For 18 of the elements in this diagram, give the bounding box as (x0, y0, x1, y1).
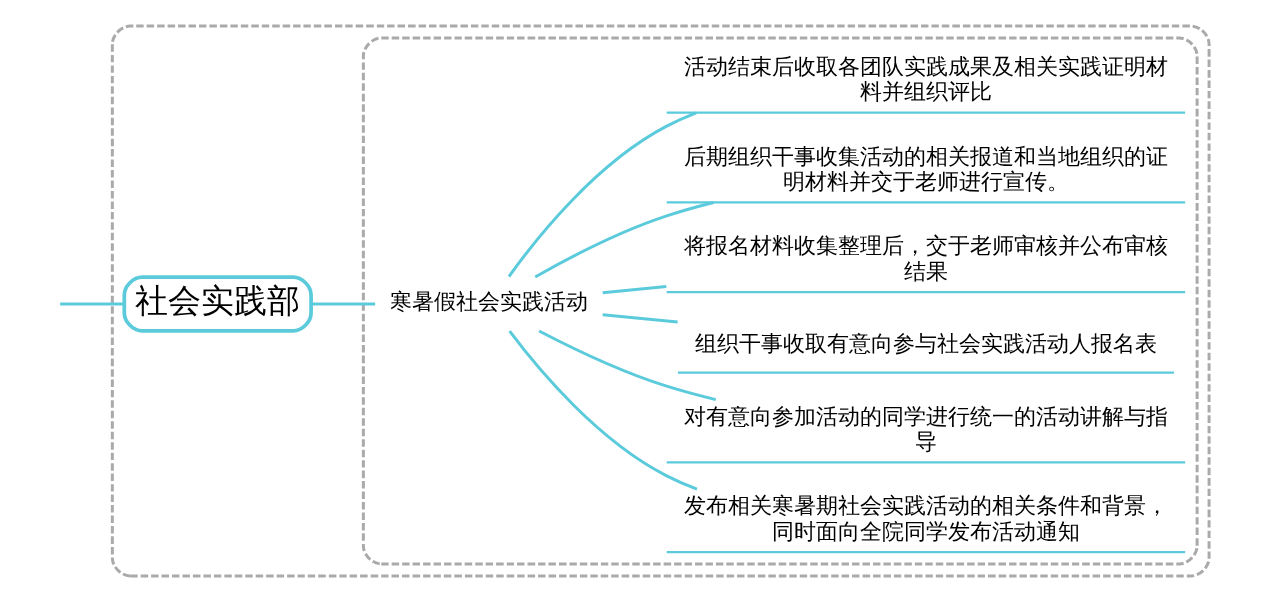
connector (60, 302, 125, 306)
node-box: 社会实践部 (122, 275, 313, 333)
node-text: 活动结束后收取各团队实践成果及相关实践证明材料并组织评比 (683, 52, 1168, 105)
connector (602, 284, 667, 295)
connector (508, 330, 698, 491)
node-text: 将报名材料收集整理后，交于老师审核并公布审核结果 (683, 232, 1168, 284)
connector (602, 313, 678, 324)
connector (538, 329, 717, 402)
connector (507, 111, 697, 278)
node-text: 寒暑假社会实践活动 (389, 289, 588, 315)
node-text: 组织干事收取有意向参与社会实践活动人报名表 (694, 330, 1157, 357)
connector (311, 302, 376, 306)
node-text: 发布相关寒暑期社会实践活动的相关条件和背景，同时面向全院同学发布活动通知 (683, 492, 1168, 544)
cluster (110, 24, 1211, 578)
cluster (361, 36, 1199, 566)
connector (534, 201, 714, 279)
node-text: 后期组织干事收集活动的相关报道和当地组织的证明材料并交于老师进行宣传。 (683, 142, 1168, 194)
node-text: 对有意向参加活动的同学进行统一的活动讲解与指导 (683, 402, 1168, 454)
